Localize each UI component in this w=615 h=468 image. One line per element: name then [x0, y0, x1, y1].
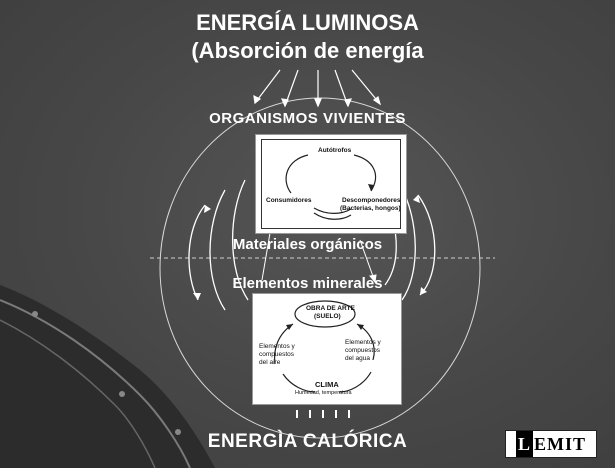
bg-curve-1: [0, 299, 191, 468]
label-materiales-organicos: Materiales orgánicos: [232, 236, 383, 253]
soil-aire-line2: compuestos: [259, 351, 295, 358]
label-elementos-minerales: Elementos minerales: [232, 275, 383, 292]
label-organismos-vivientes: ORGANISMOS VIVIENTES: [209, 110, 406, 127]
bg-dot-2: [119, 391, 125, 397]
right-arrowhead-2: [420, 287, 427, 295]
soil-clima-sub: Humedad, temperatura: [295, 390, 352, 396]
energy-arrowhead-1: [253, 94, 262, 105]
logo-text: EMIT: [534, 434, 587, 454]
right-arc-1: [417, 194, 436, 296]
soil-aire-line3: del aire: [259, 359, 281, 366]
soil-agua-line2: compuestos: [345, 347, 381, 354]
left-arc-1: [188, 204, 206, 301]
left-arrowhead-2: [204, 205, 211, 213]
soil-aire-line1: Elementos y: [259, 343, 295, 350]
heat-dashes: [296, 410, 350, 418]
soil-cycle-box: OBRA DE ARTE (SUELO) Elementos y compues…: [252, 293, 402, 405]
connector-arrow-2: [359, 239, 376, 283]
organisms-cycle-box: Autótrofos Consumidores Descomponedores …: [255, 134, 407, 234]
energy-arrows: [253, 69, 382, 108]
right-arrowhead-1: [413, 195, 420, 203]
energy-arrowhead-2: [281, 98, 289, 108]
logo-letter-l: L: [515, 431, 533, 457]
left-cycle-arrows: [188, 179, 249, 311]
cycle-autotrofos: Autótrofos: [318, 147, 352, 154]
label-energia-calorica: ENERGÌA CALÓRICA: [207, 431, 408, 452]
connector-arrows: [261, 232, 377, 284]
organisms-cycle-frame: [261, 139, 401, 229]
soil-agua-line1: Elementos y: [345, 339, 381, 346]
energy-arrow-1: [254, 69, 281, 104]
soil-suelo: (SUELO): [314, 313, 341, 320]
bg-panel-shape: [0, 285, 215, 468]
outer-circle: [159, 97, 481, 439]
left-arc-2: [209, 189, 226, 311]
cycle-descomponedores: Descomponedores: [342, 197, 401, 204]
cycle-consumidores: Consumidores: [266, 197, 312, 204]
energy-arrowhead-4: [344, 98, 352, 108]
bg-dot-3: [175, 429, 181, 435]
left-arrowhead-1: [193, 293, 201, 300]
energy-arrowhead-5: [372, 95, 382, 106]
cycle-descomponedores-detail: (Bacterias, hongos): [340, 205, 401, 212]
soil-clima: CLIMA: [315, 380, 339, 389]
left-arrowheads: [193, 205, 211, 300]
soil-agua-line3: del agua: [345, 355, 370, 362]
title-line-2: (Absorción de energía: [191, 38, 424, 63]
energy-arrowhead-3: [314, 98, 322, 108]
bg-curve-2: [0, 319, 156, 468]
left-arc-3: [231, 179, 249, 301]
right-arrowheads: [413, 195, 427, 295]
connector-arrowhead-2: [369, 274, 377, 284]
organisms-cycle-arrows: [285, 154, 376, 220]
title-line-1: ENERGÍA LUMINOSA: [196, 10, 419, 35]
soil-ellipse: [294, 300, 356, 328]
soil-cycle-arrows: [273, 300, 375, 393]
bg-dot-1: [32, 311, 38, 317]
connector-arrow-1: [261, 232, 271, 281]
soil-obra-de-arte: OBRA DE ARTE: [306, 305, 355, 312]
